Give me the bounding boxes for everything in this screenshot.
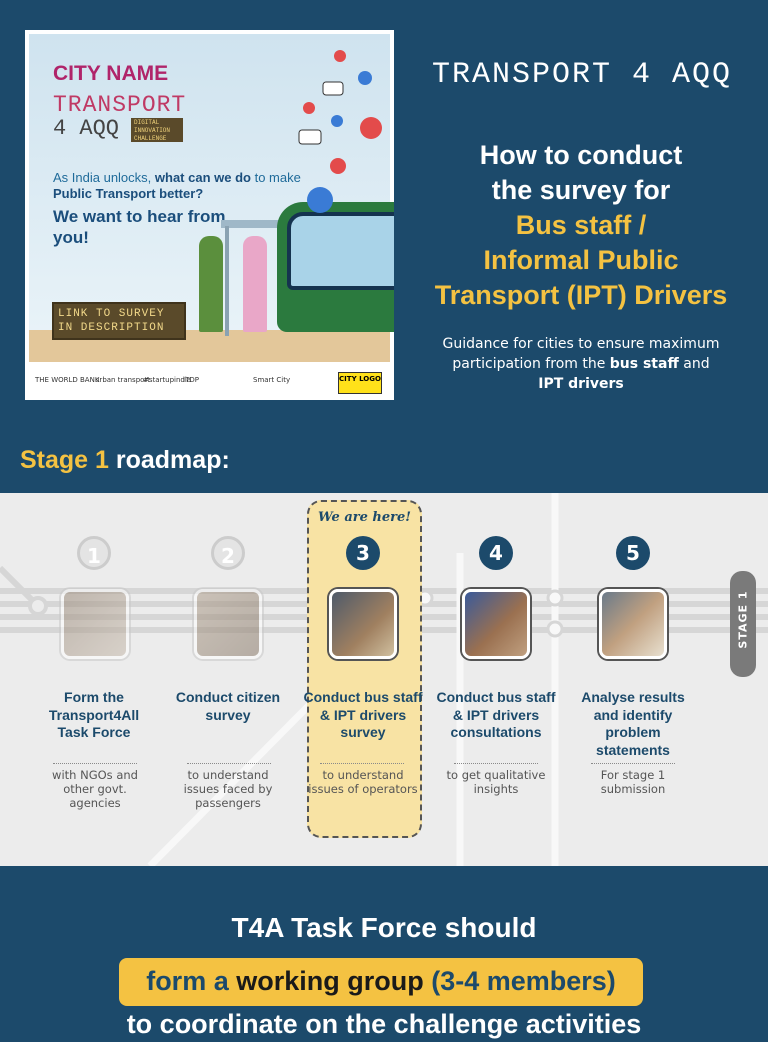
person-illustration	[243, 236, 267, 332]
step-description: to understand issues of operators	[308, 768, 418, 796]
sponsor-logo: #startupindia	[143, 376, 192, 384]
sponsor-logo: Smart City	[253, 376, 291, 384]
working-group-highlight	[119, 958, 643, 1006]
step-title: Analyse results and identify problem sta…	[581, 689, 685, 758]
current-step-highlight	[307, 500, 422, 838]
bus-window	[287, 212, 394, 290]
brand-logo: TRANSPORT 4 AQQ	[432, 58, 733, 92]
poster-challenge-tag: DIGITAL INNOVATION CHALLENGE	[131, 118, 183, 142]
speech-bubble-icon	[322, 81, 344, 96]
step-number: 1	[77, 536, 111, 570]
step-description: with NGOs and other govt. agencies	[52, 768, 138, 810]
step-photo	[61, 589, 129, 659]
headline-line: Transport (IPT) Drivers	[434, 280, 728, 310]
step-photo	[194, 589, 262, 659]
step-number: 4	[479, 536, 513, 570]
headline-line: How to conduct	[479, 140, 683, 170]
poster-hear-text: We want to hear from you!	[53, 207, 226, 247]
step-title: Conduct citizen survey	[175, 689, 281, 723]
step-photo	[599, 589, 667, 659]
headline-line: Informal Public	[483, 245, 679, 275]
divider	[187, 763, 271, 764]
poster-logo-4all: 4 AQQ	[53, 116, 120, 141]
poster-logo-transport: TRANSPORT	[53, 92, 187, 118]
speech-bubble-icon	[298, 129, 322, 145]
step-title: Form the Transport4All Task Force	[48, 689, 140, 740]
reaction-icons	[298, 50, 382, 174]
poster-unlock-text: As India unlocks, what can we do to make…	[53, 170, 301, 201]
stage-tab: STAGE 1	[730, 571, 756, 677]
step-description: For stage 1 submission	[600, 768, 666, 796]
divider	[320, 763, 404, 764]
sponsor-logo: THE WORLD BANK	[35, 376, 100, 384]
coordinate-text: to coordinate on the challenge activitie…	[126, 1009, 642, 1039]
step-title: Conduct bus staff & IPT drivers survey	[303, 689, 423, 740]
step-number: 5	[616, 536, 650, 570]
step-number: 3	[346, 536, 380, 570]
divider	[591, 763, 675, 764]
working-group-text: form a working group (3-4 members)	[146, 966, 616, 996]
thumbs-up-icon	[358, 71, 372, 85]
we-are-here-label: We are here!	[318, 510, 411, 525]
poster-footer	[29, 376, 390, 396]
thumbs-up-icon	[331, 115, 343, 127]
step-title: Conduct bus staff & IPT drivers consulta…	[436, 689, 556, 740]
page-title: How to conduct the survey for Bus staff …	[415, 138, 747, 313]
poster-link-text: LINK TO SURVEY IN DESCRIPTION	[52, 302, 186, 340]
bus-stop-pole	[225, 226, 229, 336]
stage-tab-label: STAGE 1	[736, 590, 750, 649]
taskforce-heading: T4A Task Force should	[231, 912, 537, 943]
headline-line: the survey for	[491, 175, 671, 205]
sponsor-logo: ITDP	[183, 376, 199, 384]
thumbs-down-icon	[330, 158, 346, 174]
heart-icon	[303, 102, 315, 114]
step-description: to understand issues faced by passengers	[183, 768, 273, 810]
city-logo-box: CITY LOGO	[338, 372, 382, 394]
step-number: 2	[211, 536, 245, 570]
sponsor-logo: urban transport	[95, 376, 151, 384]
divider	[454, 763, 538, 764]
step-photo	[462, 589, 530, 659]
headline-line: Bus staff /	[515, 210, 647, 240]
poster-city-name: CITY NAME	[53, 62, 169, 85]
step-photo	[329, 589, 397, 659]
section-heading: Stage 1 roadmap:	[20, 446, 230, 474]
step-description: to get qualitative insights	[446, 768, 546, 796]
person-illustration	[199, 236, 223, 332]
bus-stop-roof	[221, 220, 283, 228]
divider	[53, 763, 137, 764]
heart-icon	[360, 117, 382, 139]
guidance-text: Guidance for cities to ensure maximum pa…	[442, 336, 720, 392]
survey-poster: CITY NAME TRANSPORT 4 AQQ DIGITAL INNOVA…	[25, 30, 394, 400]
heart-icon	[334, 50, 346, 62]
thumbs-up-icon	[307, 187, 333, 213]
